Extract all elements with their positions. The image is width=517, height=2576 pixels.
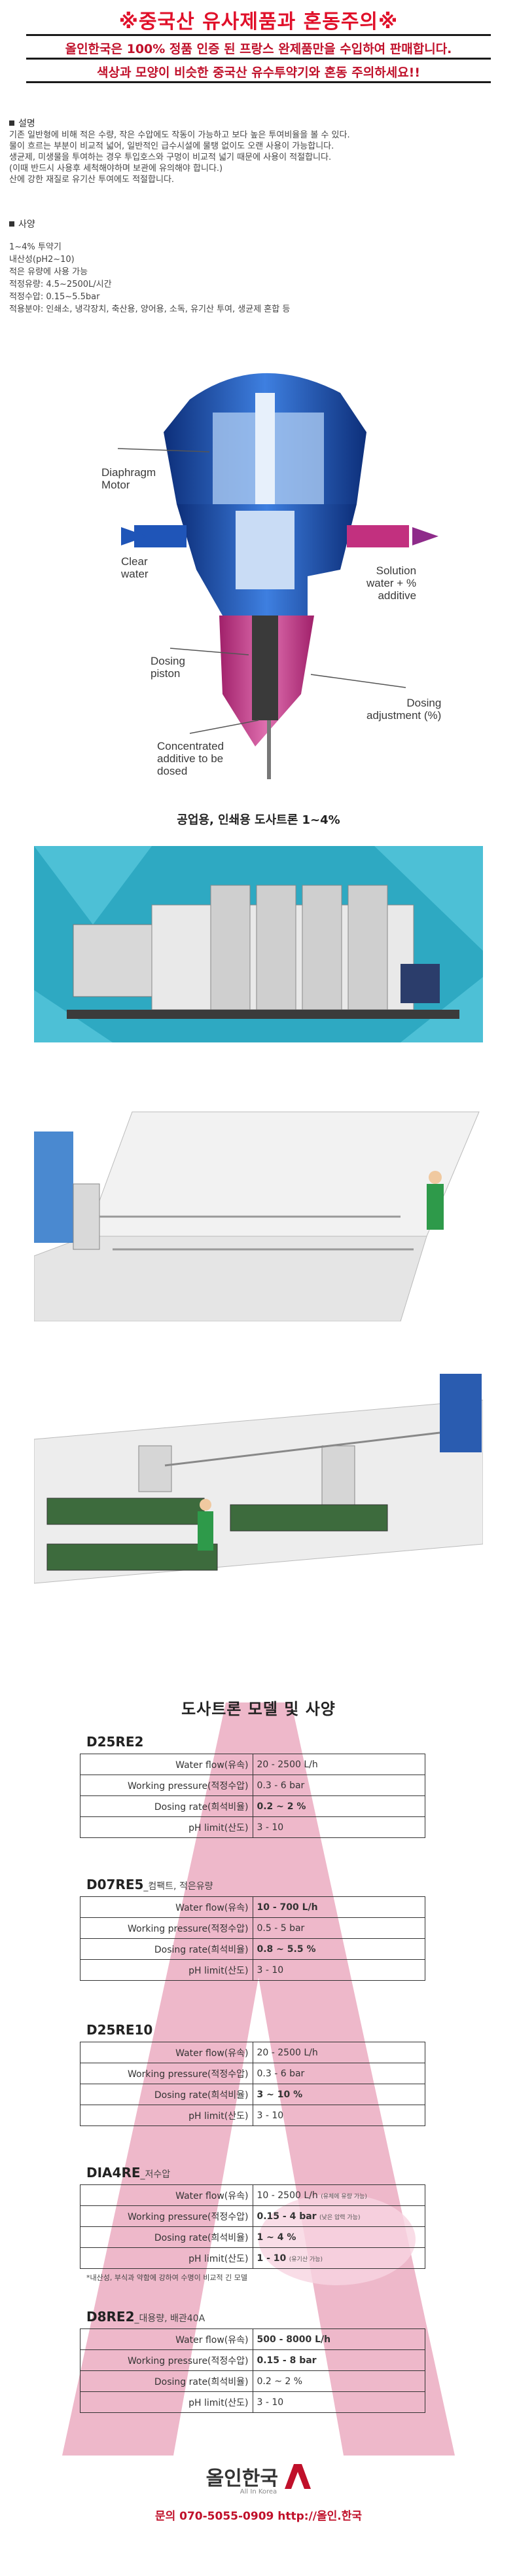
footer-contact[interactable]: 문의 070-5055-0909 http://올인.한국 <box>154 2510 363 2523</box>
warning-divider <box>26 58 491 60</box>
model-name: D25RE2 <box>86 1734 144 1750</box>
table-row: Water flow(유속)500 - 8000 L/h <box>80 2328 425 2350</box>
model-name: DIA4RE_저수압 <box>86 2165 171 2180</box>
arrow-right-icon <box>121 527 147 545</box>
application-caption: 공업용, 인쇄용 도사트론 1~4% <box>177 813 340 827</box>
spec-summary-heading: 사양 <box>9 217 35 230</box>
label-clear-water: Clear water <box>121 555 149 580</box>
spec-table-title: 도사트론 모델 및 사양 <box>181 1700 336 1718</box>
table-row: Water flow(유속)20 - 2500 L/h <box>80 2042 425 2063</box>
model-spec-table: Water flow(유속)10 - 700 L/h Working press… <box>80 1896 425 1981</box>
model-spec-table: Water flow(유속)20 - 2500 L/h Working pres… <box>80 2042 425 2126</box>
warning-line-1: 올인한국은 100% 정품 인증 된 프랑스 완제품만을 수입하여 판매합니다. <box>65 42 452 56</box>
model-name: D8RE2_대용량, 배관40A <box>86 2309 205 2325</box>
model-spec-table: Water flow(유속)500 - 8000 L/h Working pre… <box>80 2328 425 2413</box>
table-row: pH limit(산도)3 - 10 <box>80 1816 425 1838</box>
footer-brand: 올인한국 <box>0 2462 517 2491</box>
leader-line <box>169 648 249 655</box>
table-row: Working pressure(적정수압)0.15 - 8 bar <box>80 2349 425 2371</box>
label-dosing-adjustment: Dosing adjustment (%) <box>366 697 442 722</box>
table-row: Dosing rate(희석비율)0.2 ~ 2 % <box>80 2370 425 2392</box>
poultry-house-illustration <box>34 1086 483 1321</box>
table-row: Water flow(유속)10 - 700 L/h <box>80 1896 425 1918</box>
warning-divider <box>26 81 491 83</box>
table-row: pH limit(산도)3 - 10 <box>80 1959 425 1981</box>
label-concentrated-additive: Concentrated additive to be dosed <box>157 740 224 777</box>
dosing-piston <box>252 616 278 720</box>
table-row: Working pressure(적정수압)0.15 - 4 bar (낮은 압… <box>80 2205 425 2227</box>
warning-title: ※중국산 유사제품과 혼동주의※ <box>118 10 399 33</box>
piston-rod <box>255 393 275 511</box>
footer-brand-sub: All In Korea <box>240 2488 277 2495</box>
table-row: pH limit(산도)3 - 10 <box>80 2105 425 2126</box>
table-row: Dosing rate(희석비율)0.8 ~ 5.5 % <box>80 1938 425 1960</box>
leader-line <box>189 720 259 734</box>
table-row: pH limit(산도)3 - 10 <box>80 2391 425 2413</box>
square-bullet-icon <box>9 221 14 227</box>
printing-press-illustration <box>34 846 483 1042</box>
model-name: D07RE5_컴팩트, 적은유량 <box>86 1877 213 1892</box>
outlet-pipe <box>347 525 409 547</box>
label-diaphragm-motor: Diaphragm Motor <box>101 466 156 491</box>
label-dosing-piston: Dosing piston <box>151 655 185 680</box>
table-row: Dosing rate(희석비율)1 ~ 4 % <box>80 2226 425 2248</box>
brand-logo-icon <box>285 2464 312 2489</box>
label-solution-water: Solution water + % additive <box>366 564 417 602</box>
cage-farm-illustration <box>34 1348 483 1596</box>
square-bullet-icon <box>9 120 14 126</box>
model-spec-table: Water flow(유속)10 - 2500 L/h (유체에 유량 가능) … <box>80 2184 425 2269</box>
description-heading: 설명 <box>9 117 35 130</box>
warning-divider <box>26 34 491 36</box>
table-row: Water flow(유속)20 - 2500 L/h <box>80 1754 425 1775</box>
leader-line <box>310 674 406 688</box>
spec-summary-text: 1~4% 투약기 내산성(pH2~10) 적은 유량에 사용 가능 적정유량: … <box>9 242 291 314</box>
table-row: pH limit(산도)1 - 10 (유기산 가능) <box>80 2247 425 2269</box>
table-row: Working pressure(적정수압)0.5 - 5 bar <box>80 1917 425 1939</box>
model-spec-table: Water flow(유속)20 - 2500 L/h Working pres… <box>80 1754 425 1838</box>
suction-tube <box>267 720 271 779</box>
table-row: Water flow(유속)10 - 2500 L/h (유체에 유량 가능) <box>80 2184 425 2206</box>
model-name: D25RE10 <box>86 2022 153 2038</box>
table-row: Dosing rate(희석비율)3 ~ 10 % <box>80 2084 425 2105</box>
description-text: 기존 일반형에 비해 적은 수량, 작은 수압에도 작동이 가능하고 보다 높은… <box>9 130 350 185</box>
dia4re-note: *내산성, 부식과 약함에 강하여 수명이 비교적 긴 모델 <box>86 2273 247 2282</box>
warning-line-2: 색상과 모양이 비슷한 중국산 유수투약기와 혼동 주의하세요!! <box>96 65 421 80</box>
dosatron-cutaway-diagram <box>117 373 438 779</box>
table-row: Dosing rate(희석비율)0.2 ~ 2 % <box>80 1795 425 1817</box>
leader-line <box>117 448 210 452</box>
arrow-right-icon <box>412 527 438 545</box>
table-row: Working pressure(적정수압)0.3 - 6 bar <box>80 1775 425 1796</box>
body-window <box>236 511 294 589</box>
table-row: Working pressure(적정수압)0.3 - 6 bar <box>80 2063 425 2084</box>
